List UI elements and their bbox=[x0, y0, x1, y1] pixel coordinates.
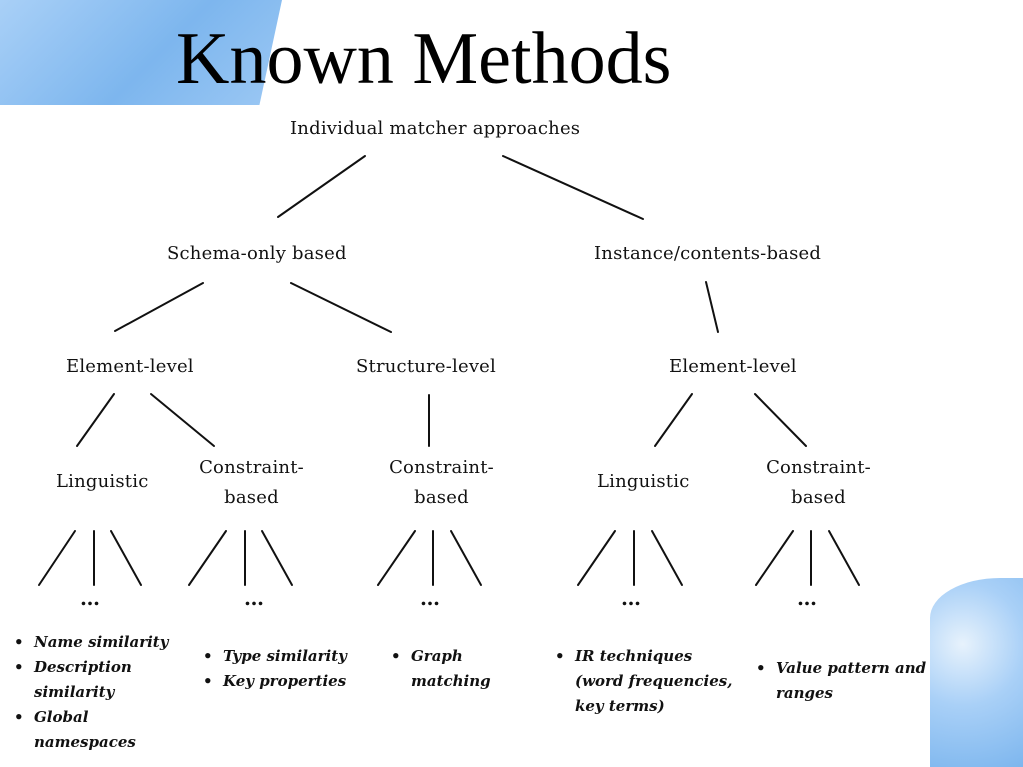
node-schema-element-level: Element-level bbox=[66, 356, 194, 377]
edge-root-instance bbox=[502, 155, 644, 220]
example-key-properties: Key properties bbox=[201, 669, 347, 694]
node-structure-constraint-line2: based bbox=[414, 487, 469, 508]
node-instance-constraint-line2: based bbox=[791, 487, 846, 508]
corner-decoration-bottom-right bbox=[930, 578, 1023, 767]
node-root: Individual matcher approaches bbox=[290, 118, 581, 139]
node-schema-only: Schema-only based bbox=[167, 243, 347, 264]
fan-schema-constraint bbox=[188, 530, 293, 586]
ellipsis-instance-linguistic: … bbox=[621, 586, 642, 610]
node-instance-constraint-line1: Constraint- bbox=[766, 457, 871, 478]
ellipsis-schema-linguistic: … bbox=[80, 586, 101, 610]
fan-instance-constraint bbox=[755, 530, 860, 586]
node-schema-constraint-line1: Constraint- bbox=[199, 457, 304, 478]
corner-decoration-top-left bbox=[0, 0, 282, 105]
example-type-similarity: Type similarity bbox=[201, 644, 347, 669]
fan-schema-linguistic bbox=[38, 530, 142, 586]
example-ir-techniques: IR techniques(word frequencies,key terms… bbox=[553, 644, 732, 719]
node-schema-constraint-line2: based bbox=[224, 487, 279, 508]
node-instance-linguistic: Linguistic bbox=[597, 471, 690, 492]
ellipsis-schema-constraint: … bbox=[244, 586, 265, 610]
slide-title: Known Methods bbox=[176, 18, 672, 100]
edge-schema-element bbox=[114, 282, 204, 332]
edge-selem-cons bbox=[150, 393, 215, 447]
node-instance-element-level: Element-level bbox=[669, 356, 797, 377]
fan-instance-linguistic bbox=[577, 530, 683, 586]
fan-structure-constraint bbox=[377, 530, 482, 586]
node-schema-linguistic: Linguistic bbox=[56, 471, 149, 492]
ellipsis-structure-constraint: … bbox=[420, 586, 441, 610]
edge-selem-ling bbox=[76, 393, 115, 447]
node-instance-constraint: Constraint- based bbox=[757, 453, 880, 513]
node-schema-constraint: Constraint- based bbox=[190, 453, 313, 513]
node-structure-constraint: Constraint- based bbox=[380, 453, 503, 513]
edge-ielem-ling bbox=[654, 393, 693, 447]
node-structure-constraint-line1: Constraint- bbox=[389, 457, 494, 478]
ellipsis-instance-constraint: … bbox=[797, 586, 818, 610]
examples-instance-linguistic: IR techniques(word frequencies,key terms… bbox=[553, 644, 732, 719]
node-structure-level: Structure-level bbox=[356, 356, 496, 377]
example-name-similarity: Name similarity bbox=[12, 630, 168, 655]
edge-instance-element bbox=[705, 281, 719, 333]
examples-schema-constraint: Type similarity Key properties bbox=[201, 644, 347, 694]
node-instance-based: Instance/contents-based bbox=[594, 243, 822, 264]
edge-schema-structure bbox=[290, 282, 392, 333]
edge-root-schema bbox=[277, 155, 366, 218]
edge-ielem-cons bbox=[754, 393, 807, 447]
